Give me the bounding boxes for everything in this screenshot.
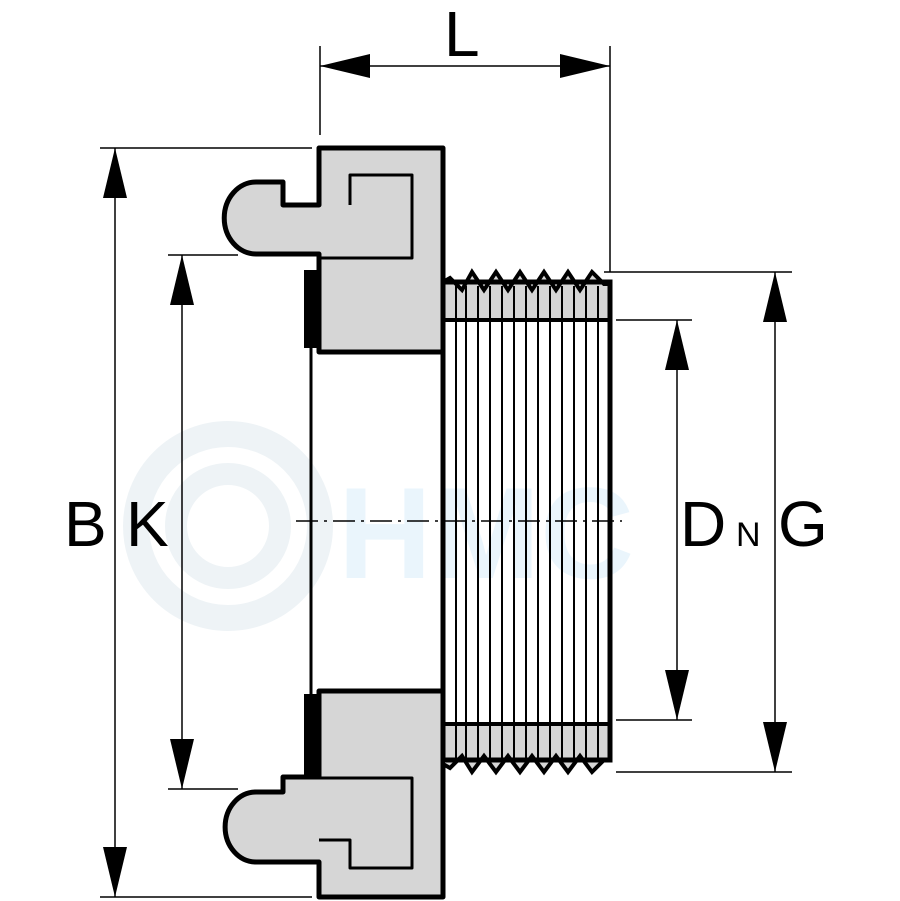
lower-seal xyxy=(304,694,318,776)
watermark: HMC xyxy=(123,421,634,631)
arrowhead-icon xyxy=(320,54,370,78)
arrowhead-icon xyxy=(665,670,689,720)
length-label: L xyxy=(444,0,480,70)
dimensions xyxy=(100,46,792,898)
upper-flange-section xyxy=(221,145,446,355)
nominal-subscript-label: N xyxy=(736,516,761,554)
arrowhead-icon xyxy=(103,148,127,198)
arrowheads xyxy=(103,54,787,897)
thread-lines xyxy=(455,286,599,760)
watermark-ring-icon xyxy=(123,421,333,631)
nominal-diameter-label: D xyxy=(680,488,726,560)
arrowhead-icon xyxy=(665,320,689,370)
watermark-ring-inner-icon xyxy=(165,463,291,589)
arrowhead-icon xyxy=(103,847,127,897)
watermark-text: HMC xyxy=(338,460,634,606)
bolt-circle-label: K xyxy=(126,488,169,560)
upper-claw-slot xyxy=(319,173,414,260)
lower-flange-section xyxy=(222,688,446,900)
outer-diameter-label: B xyxy=(64,488,107,560)
arrowhead-icon xyxy=(560,54,610,78)
arrowhead-icon xyxy=(763,722,787,772)
threaded-spigot xyxy=(440,268,613,776)
thread-label: G xyxy=(778,488,828,560)
arrowhead-icon xyxy=(170,255,194,305)
arrowhead-icon xyxy=(763,272,787,322)
arrowhead-icon xyxy=(170,739,194,789)
lower-claw-slot xyxy=(319,776,414,870)
coupling-body xyxy=(221,145,446,900)
upper-seal xyxy=(304,270,318,348)
